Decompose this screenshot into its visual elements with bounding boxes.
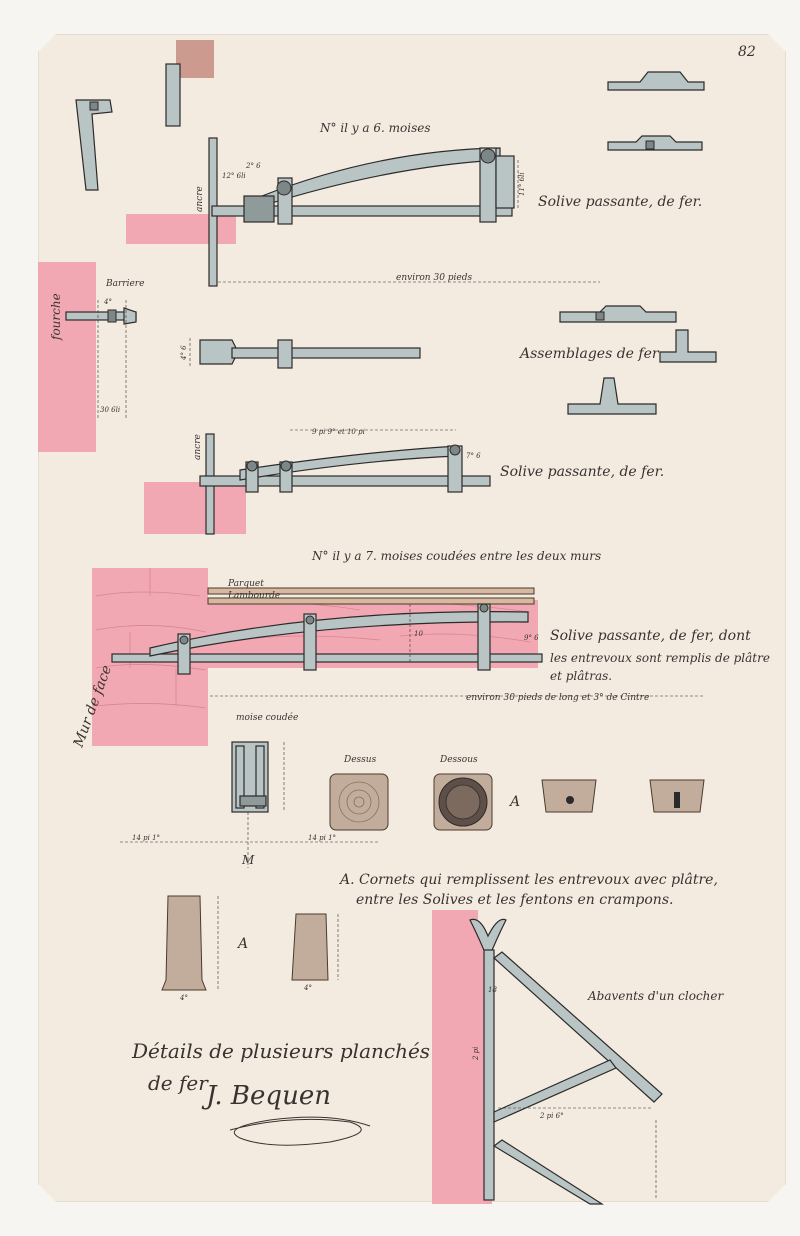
parquet-label: Parquet xyxy=(227,579,264,589)
fourche-detail: fourche Barriere 4° 30 6li xyxy=(38,262,144,452)
cornets-line1: A. Cornets qui remplissent les entrevoux… xyxy=(338,872,718,888)
ancre-label: ancre xyxy=(195,186,205,212)
span-right-label: 14 pi 1° xyxy=(308,834,336,842)
moise-coudee-detail: moise coudée 14 pi 1° 14 pi 1° M xyxy=(120,712,380,868)
detail-2pi-6: 2 pi 6° xyxy=(539,1112,564,1120)
axis-m-label: M xyxy=(241,853,255,867)
barriere-label: Barriere xyxy=(105,279,144,289)
solive-end-detail: 4° 6 xyxy=(180,338,421,369)
dim-4-left: 4° xyxy=(179,994,188,1002)
solive-3-line3: et plâtras. xyxy=(550,669,612,683)
environ-30-long-label: environ 30 pieds de long et 3° de Cintre xyxy=(466,693,649,703)
moise-coudee-label: moise coudée xyxy=(236,712,298,723)
dim-4-right: 4° xyxy=(303,984,312,992)
details-title-line2: de fer xyxy=(148,1071,209,1095)
moises-6-label: N° il y a 6. moises xyxy=(319,121,431,135)
moises-7-label: N° il y a 7. moises coudées entre les de… xyxy=(311,549,601,563)
letter-a1: A xyxy=(508,794,520,810)
solive-3-drawing: N° il y a 7. moises coudées entre les de… xyxy=(70,549,770,750)
details-title-line1: Détails de plusieurs planchés xyxy=(131,1039,430,1063)
assemblages-label: Assemblages de fer xyxy=(518,346,660,362)
solive-1-drawing: N° il y a 6. moises ancre Solive passant… xyxy=(126,121,702,287)
solive-2-label: Solive passante, de fer. xyxy=(500,464,664,480)
dim-12-6: 12° 6li xyxy=(222,172,246,180)
dim-7-6: 7° 6 xyxy=(466,452,481,460)
detail-top-left xyxy=(75,40,214,191)
dessous-label: Dessous xyxy=(439,755,478,765)
solive-2-drawing: ancre 9 pi 9° et 10 pi 7° 6 Solive passa… xyxy=(144,428,664,535)
dim-2-6: 2° 6 xyxy=(245,162,261,170)
dim-11-6: 11° 6li xyxy=(518,172,526,196)
dim-2pi: 2 pi xyxy=(472,1047,480,1061)
span-9-10: 9 pi 9° et 10 pi xyxy=(312,428,365,436)
dim-9-6: 9° 6 xyxy=(524,634,539,642)
cornet-elevations: 4° A 4° xyxy=(161,895,339,1002)
dim-4: 4° xyxy=(103,298,112,306)
detail-top-right xyxy=(607,71,705,151)
dessus-label: Dessus xyxy=(343,755,377,765)
solive-3-line1: Solive passante, de fer, dont xyxy=(550,628,751,644)
dim-30-6: 30 6li xyxy=(100,406,120,414)
solive-3-line2: les entrevoux sont remplis de plâtre xyxy=(550,651,770,665)
cornets-line2: entre les Solives et les fentons en cram… xyxy=(356,892,673,908)
assemblages-detail: Assemblages de fer xyxy=(518,305,717,415)
abavents-drawing: Abavents d'un clocher 2 pi 6° 2 pi 18 xyxy=(432,910,724,1205)
page-number: 82 xyxy=(738,44,756,60)
ancre-mid-label: ancre xyxy=(193,434,203,460)
abavents-label: Abavents d'un clocher xyxy=(587,989,724,1003)
cornets-detail: Dessus Dessous A xyxy=(329,755,705,831)
lambourde-label: Lambourde xyxy=(227,591,280,601)
span-left-label: 14 pi 1° xyxy=(132,834,160,842)
dim-10: 10 xyxy=(414,630,423,638)
dim-4-6: 4° 6 xyxy=(180,345,188,361)
signature-flourish: J. Bequen xyxy=(201,1081,371,1146)
fourche-label: fourche xyxy=(49,293,63,341)
letter-a2: A xyxy=(236,936,248,952)
signature-text: J. Bequen xyxy=(201,1081,331,1111)
environ-30-label: environ 30 pieds xyxy=(396,273,473,283)
dim-18: 18 xyxy=(488,986,497,994)
solive-1-label: Solive passante, de fer. xyxy=(538,194,702,210)
